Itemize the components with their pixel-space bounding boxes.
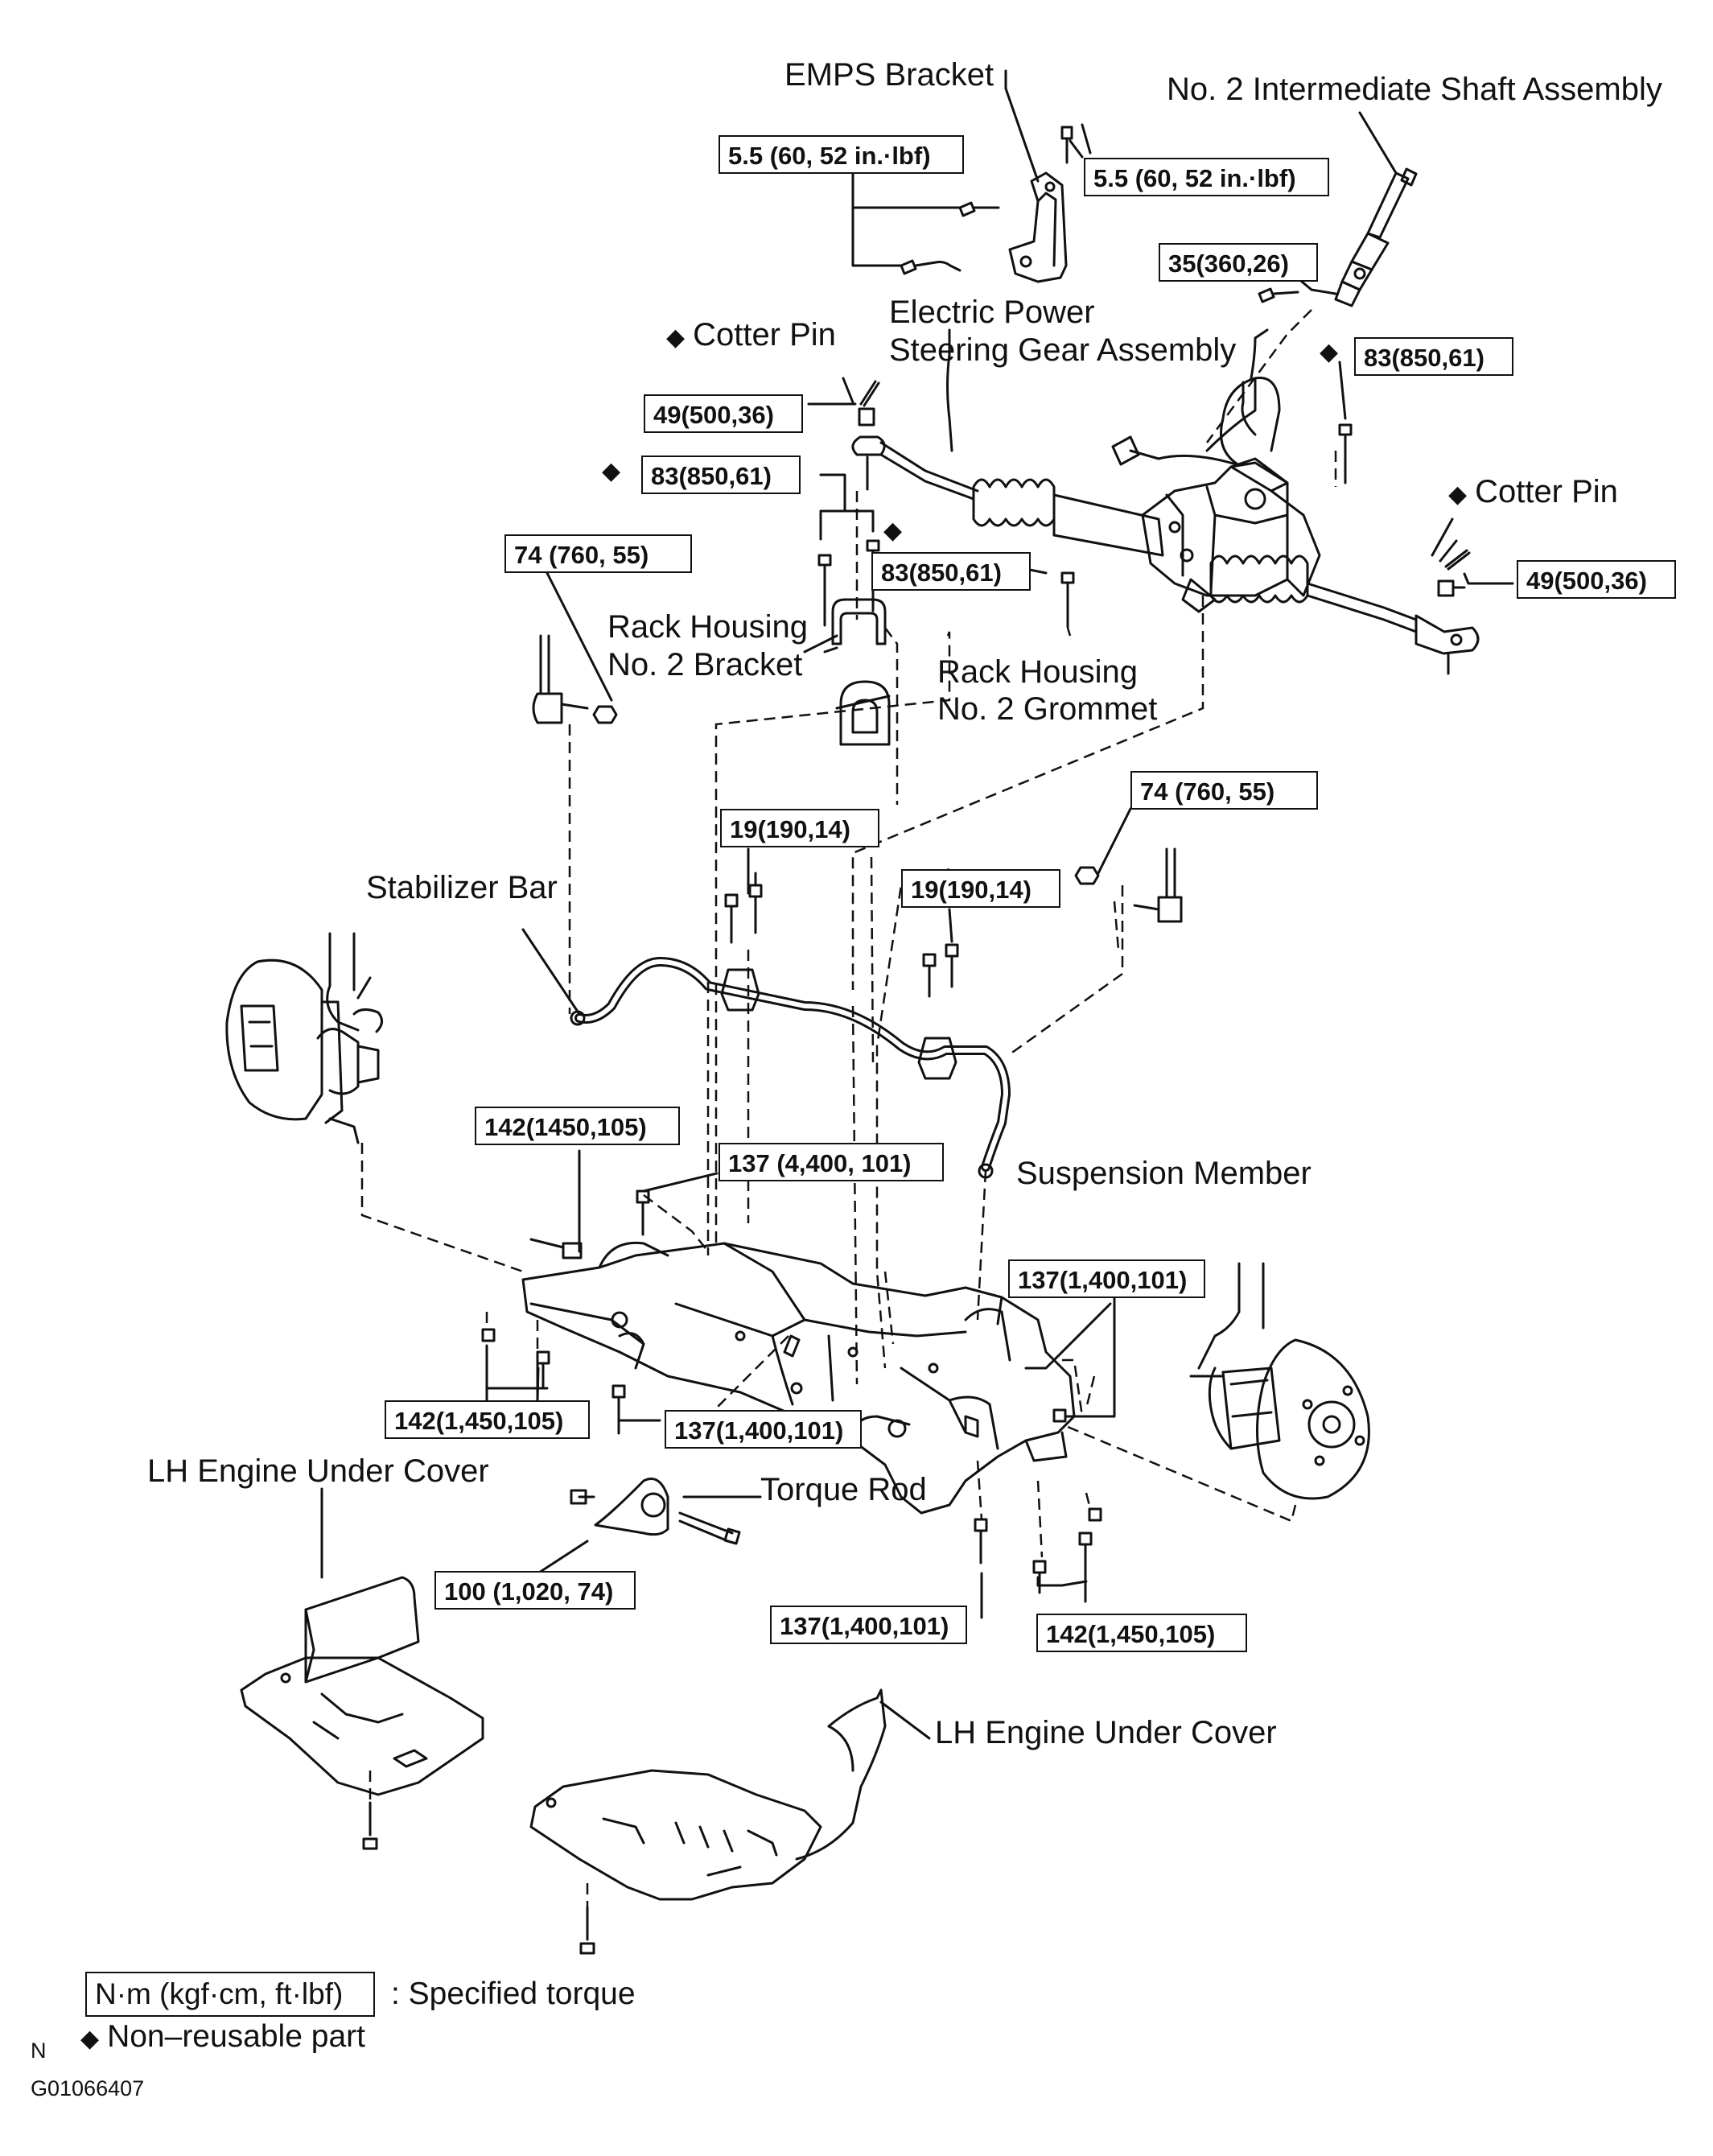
intermediate-shaft-label: No. 2 Intermediate Shaft Assembly	[1167, 72, 1662, 107]
torque-shaft: 35(360,26)	[1159, 243, 1318, 282]
gear-left-diamond: ◆	[602, 458, 621, 484]
rack-grommet-label-line2: No. 2 Grommet	[937, 691, 1158, 727]
figure-code: G01066407	[31, 2076, 145, 2100]
lh-engine-under-cover-right-part	[529, 1688, 887, 1955]
rack-bracket-label-line2: No. 2 Bracket	[607, 647, 803, 682]
gear-center-diamond: ◆	[883, 517, 903, 544]
legend-torque-box: N·m (kgf·cm, ft·lbf)	[85, 1972, 375, 2017]
rack-grommet-label-line1: Rack Housing	[937, 654, 1139, 690]
lh-engine-under-cover-left-part	[240, 1576, 484, 1850]
emps-bracket-label: EMPS Bracket	[784, 57, 994, 93]
torque-member-137-bottom: 137(1,400,101)	[770, 1606, 967, 1644]
stabilizer-link-left-part	[532, 634, 618, 724]
torque-link-left: 74 (760, 55)	[504, 534, 692, 573]
stabilizer-link-right-part	[1074, 847, 1183, 923]
cotter-pin-right-label: ◆ Cotter Pin	[1448, 473, 1618, 513]
north-mark: N	[31, 2039, 47, 2063]
rack-bracket-label-line1: Rack Housing	[607, 609, 809, 645]
torque-member-137-center: 137(1,400,101)	[665, 1410, 862, 1449]
torque-emps-left: 5.5 (60, 52 in.·lbf)	[719, 135, 964, 174]
torque-emps-right: 5.5 (60, 52 in.·lbf)	[1084, 158, 1329, 196]
lh-engine-under-cover-right-label: LH Engine Under Cover	[935, 1715, 1277, 1750]
gear-right-diamond: ◆	[1320, 339, 1339, 365]
torque-member-142-left: 142(1,450,105)	[385, 1400, 590, 1439]
nonreusable-diamond-icon: ◆	[1448, 481, 1468, 508]
torque-member-137-top: 137 (4,400, 101)	[719, 1143, 944, 1181]
torque-stab-right: 19(190,14)	[901, 869, 1060, 908]
torque-rod-part	[570, 1478, 741, 1545]
right-knuckle-part	[1189, 1262, 1370, 1500]
torque-rod-value: 100 (1,020, 74)	[434, 1571, 636, 1610]
suspension-member-label: Suspension Member	[1016, 1156, 1312, 1191]
torque-member-142-bottom: 142(1,450,105)	[1036, 1614, 1247, 1652]
torque-nut-right: 49(500,36)	[1517, 560, 1676, 599]
legend-torque-text: : Specified torque	[391, 1977, 636, 2011]
cotter-pin-left-text: Cotter Pin	[693, 317, 836, 352]
torque-nut-left: 49(500,36)	[644, 394, 803, 433]
lh-engine-under-cover-left-label: LH Engine Under Cover	[147, 1453, 489, 1489]
legend-nonreusable: ◆ Non–reusable part	[80, 2018, 365, 2058]
torque-gear-right: 83(850,61)	[1354, 337, 1513, 376]
emps-bolts	[900, 126, 1073, 275]
steering-gear-label-line1: Electric Power	[889, 295, 1095, 330]
torque-rod-label: Torque Rod	[760, 1472, 927, 1507]
torque-member-142-top: 142(1450,105)	[475, 1107, 680, 1145]
torque-gear-left: 83(850,61)	[641, 456, 801, 494]
emps-bracket-part	[1008, 171, 1068, 283]
torque-stab-left: 19(190,14)	[720, 809, 879, 847]
nonreusable-diamond-icon: ◆	[80, 2026, 100, 2052]
intermediate-shaft-part	[1334, 167, 1418, 307]
rack-housing-bracket-part	[831, 598, 887, 645]
suspension-member-part	[521, 1241, 1076, 1515]
stabilizer-bar-label: Stabilizer Bar	[366, 870, 558, 905]
cotter-pin-right-text: Cotter Pin	[1475, 474, 1618, 509]
rack-housing-grommet-part	[839, 680, 891, 746]
torque-link-right: 74 (760, 55)	[1130, 771, 1318, 810]
left-knuckle-part	[225, 932, 383, 1144]
cotter-pin-left-label: ◆ Cotter Pin	[666, 316, 836, 357]
torque-member-137-right: 137(1,400,101)	[1008, 1259, 1205, 1298]
steering-gear-part	[851, 328, 1480, 675]
nonreusable-diamond-icon: ◆	[666, 324, 686, 351]
legend-nonreusable-text: Non–reusable part	[107, 2019, 365, 2054]
torque-gear-center: 83(850,61)	[871, 552, 1031, 591]
steering-gear-label-line2: Steering Gear Assembly	[889, 332, 1237, 368]
